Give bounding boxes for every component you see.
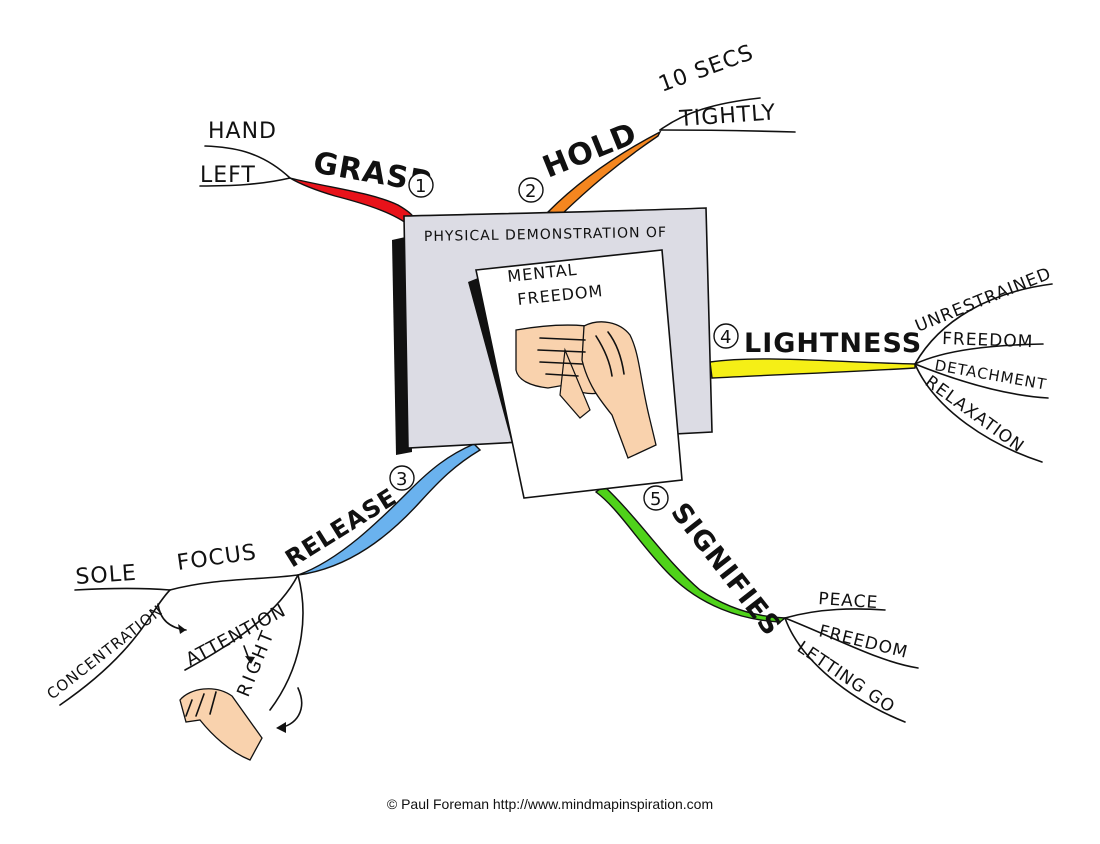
grasp-number: 1: [415, 176, 426, 197]
grasp-line-left: [199, 177, 291, 187]
signifies-line-peace: [784, 608, 886, 619]
grasp-child-hand: HAND: [208, 119, 277, 144]
lightness-number: 4: [720, 327, 731, 348]
releasing-hand-drawing: [179, 688, 263, 761]
arrow-focus-to-attention: [157, 603, 187, 631]
copyright-credit: © Paul Foreman http://www.mindmapinspira…: [386, 796, 714, 812]
signifies-branch-ribbon: [594, 485, 787, 623]
grasp-line-hand: [204, 145, 291, 179]
lightness-number-circle: [713, 323, 739, 349]
release-child-sole: SOLE: [75, 561, 138, 590]
hold-line-tightly: [659, 129, 796, 133]
arrow-head-3: [276, 722, 286, 733]
clasped-hands-drawing: [515, 321, 657, 459]
hold-number: 2: [525, 181, 536, 202]
release-line-attention: [184, 574, 299, 671]
release-number: 3: [396, 469, 407, 490]
arrow-head-1: [178, 624, 186, 634]
lightness-child-freedom: FREEDOM: [942, 329, 1034, 352]
hold-branch-ribbon: [546, 130, 662, 215]
release-child-concentration: CONCENTRATION: [43, 601, 166, 703]
lightness-label: LIGHTNESS: [744, 328, 922, 359]
arrow-head-2: [245, 656, 255, 664]
signifies-line-freedom: [784, 617, 919, 669]
lightness-line-relaxation: [914, 363, 1043, 463]
grasp-child-left: LEFT: [200, 163, 256, 188]
hold-line-10secs: [659, 97, 761, 131]
central-title: PHYSICAL DEMONSTRATION OF: [424, 225, 667, 245]
lightness-line-unrestrained: [914, 283, 1053, 365]
signifies-number-circle: [643, 485, 669, 511]
hold-number-circle: [518, 177, 544, 203]
release-line-focus: [169, 574, 299, 591]
release-child-focus: FOCUS: [175, 540, 258, 576]
signifies-number: 5: [650, 489, 661, 510]
lightness-child-unrestrained: UNRESTRAINED: [912, 264, 1054, 337]
release-line-right: [269, 574, 304, 711]
release-line-sole: [74, 587, 171, 591]
signifies-child-peace: PEACE: [818, 589, 879, 613]
signifies-line-letting-go: [784, 617, 906, 723]
lightness-line-detachment: [914, 363, 1049, 399]
central-image: PHYSICAL DEMONSTRATION OF MENTAL FREEDOM: [392, 207, 713, 499]
lightness-branch-ribbon: [709, 358, 916, 379]
lightness-line-freedom: [914, 343, 1044, 365]
hold-child-tightly: TIGHTLY: [678, 100, 777, 132]
hold-child-10secs: 10 SECS: [656, 40, 758, 97]
release-number-circle: [389, 465, 415, 491]
release-branch-ribbon: [297, 443, 482, 576]
signifies-label: SIGNIFIES: [664, 497, 787, 642]
grasp-number-circle: [408, 172, 434, 198]
release-line-concentration: [59, 589, 171, 706]
